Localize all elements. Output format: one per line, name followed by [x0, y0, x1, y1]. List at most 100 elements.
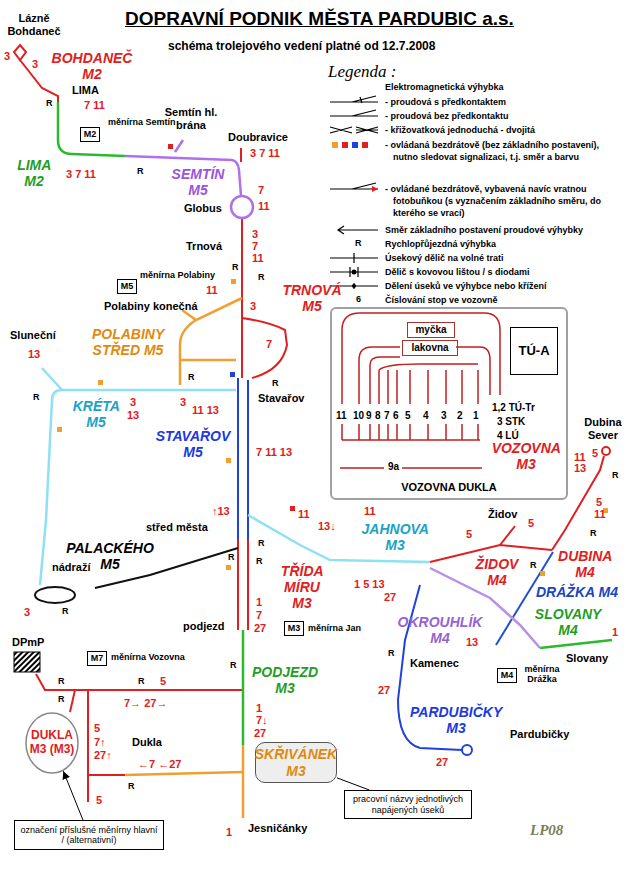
map-label: R — [58, 694, 65, 704]
drawing-part — [242, 318, 287, 378]
map-label: 4 LÚ — [497, 430, 519, 442]
green-wires — [58, 102, 612, 745]
line-number: 11 — [252, 252, 264, 265]
depot-block — [14, 652, 40, 672]
drawing-part — [14, 652, 40, 672]
map-label: Kamenec — [410, 657, 459, 670]
section-name: PALACKÉHO M5 — [66, 540, 154, 572]
leader-line — [63, 771, 83, 820]
drawing-part — [338, 226, 378, 234]
map-label: nádraží — [52, 561, 91, 574]
map-label: LIMA — [72, 84, 99, 97]
red-wires — [14, 45, 610, 802]
map-label: R — [228, 552, 235, 562]
drawing-part — [238, 378, 248, 540]
drawing-part — [342, 142, 348, 148]
line-number: 1 — [256, 596, 262, 609]
line-number: 3 — [4, 50, 10, 63]
section-name: KRÉTA M5 — [73, 398, 120, 430]
node-text: M4 — [501, 670, 514, 680]
drawing-part — [230, 372, 235, 377]
map-label: schéma trolejového vedení platné od 12.7… — [168, 40, 435, 54]
line-number: 7 — [256, 609, 262, 622]
line-number: 3 — [250, 300, 256, 313]
label-box: TÚ-A — [510, 327, 558, 375]
label-box: označení příslušné měnírny hlavní / (alt… — [14, 820, 164, 850]
map-label: Slovany — [566, 652, 608, 665]
map-label: Stavařov — [258, 392, 304, 405]
legend-entry: - proudová bez předkontaktu — [385, 110, 610, 122]
drawing-part — [35, 587, 75, 603]
map-label: R — [530, 560, 537, 570]
line-number: 27 — [384, 591, 396, 604]
map-label: měnírna Drážka — [520, 664, 564, 685]
section-name: PARDUBIČKY M3 — [410, 704, 502, 736]
drawing-part — [175, 140, 183, 152]
map-label: 11 — [336, 410, 347, 422]
label-box: M2 — [80, 127, 100, 142]
map-label: R — [258, 272, 265, 282]
map-label: R — [256, 556, 263, 566]
line-number: 5 — [596, 496, 602, 509]
drawing-part — [248, 515, 430, 562]
drawing-part — [540, 640, 612, 648]
drawing-part — [379, 364, 478, 370]
drawing-part — [290, 506, 295, 511]
map-label: 8 — [375, 410, 381, 422]
drawing-part — [226, 565, 231, 570]
map-label: Polabiny konečná — [104, 300, 198, 313]
line-number: 7 — [266, 338, 272, 351]
label-box: M5 — [117, 279, 137, 294]
line-number: 11 — [594, 508, 606, 521]
drawing-part — [340, 467, 482, 469]
drawing-part — [98, 380, 103, 385]
map-label: Doubravice — [228, 131, 288, 144]
label-box: M7 — [87, 651, 107, 666]
line-number: 3 — [130, 396, 136, 409]
line-number: 13↓ — [318, 520, 336, 533]
drawing-part — [57, 427, 62, 432]
drawing-part — [125, 772, 243, 775]
line-number: 11 — [574, 451, 586, 464]
node-text: TÚ-A — [518, 344, 549, 359]
drawing-part — [379, 370, 478, 404]
line-number: 11 — [364, 505, 376, 518]
line-number: 5 — [466, 528, 472, 541]
line-number: 3 7 11 — [250, 147, 280, 160]
drawing-part — [240, 148, 242, 162]
drawing-part — [231, 279, 236, 284]
drawing-part — [362, 142, 368, 148]
drawing-part — [231, 196, 253, 218]
cyan-wires — [40, 368, 430, 585]
label-box: M3 — [284, 621, 304, 636]
map-label: R — [232, 262, 239, 272]
section-name: DUBINA M4 — [558, 548, 612, 580]
drawing-part — [14, 45, 26, 60]
section-name: POLABINY STŘED M5 — [92, 326, 164, 358]
map-label: 1,2 TÚ-Tr — [492, 402, 535, 414]
drawing-part — [242, 630, 245, 745]
map-label: Semtín hl. brána — [158, 106, 224, 131]
label-box: M4 — [497, 668, 517, 683]
drawing-part — [352, 270, 357, 275]
drawing-part — [456, 347, 490, 395]
legend-sample-dots — [332, 142, 378, 288]
node-text: M7 — [91, 653, 104, 663]
map-label: R — [128, 781, 135, 791]
map-label: Dubina Sever — [572, 416, 634, 441]
map-label: 4 — [423, 410, 429, 422]
section-name: BOHDANEČ M2 — [52, 50, 133, 82]
map-label: 10 — [353, 410, 364, 422]
map-label: DRÁŽKA M4 — [536, 584, 618, 600]
drawing-part — [238, 540, 248, 630]
map-label: Jesničánky — [248, 822, 307, 835]
drawing-part — [330, 183, 378, 189]
map-label: R — [62, 606, 69, 616]
line-number: 5 — [160, 675, 166, 688]
map-label: R — [137, 166, 144, 176]
drawing-part — [242, 745, 245, 818]
map-label: R — [46, 98, 53, 108]
line-number: 5 — [528, 517, 534, 530]
map-label: 9 — [366, 410, 372, 422]
line-number: 7 — [252, 240, 258, 253]
